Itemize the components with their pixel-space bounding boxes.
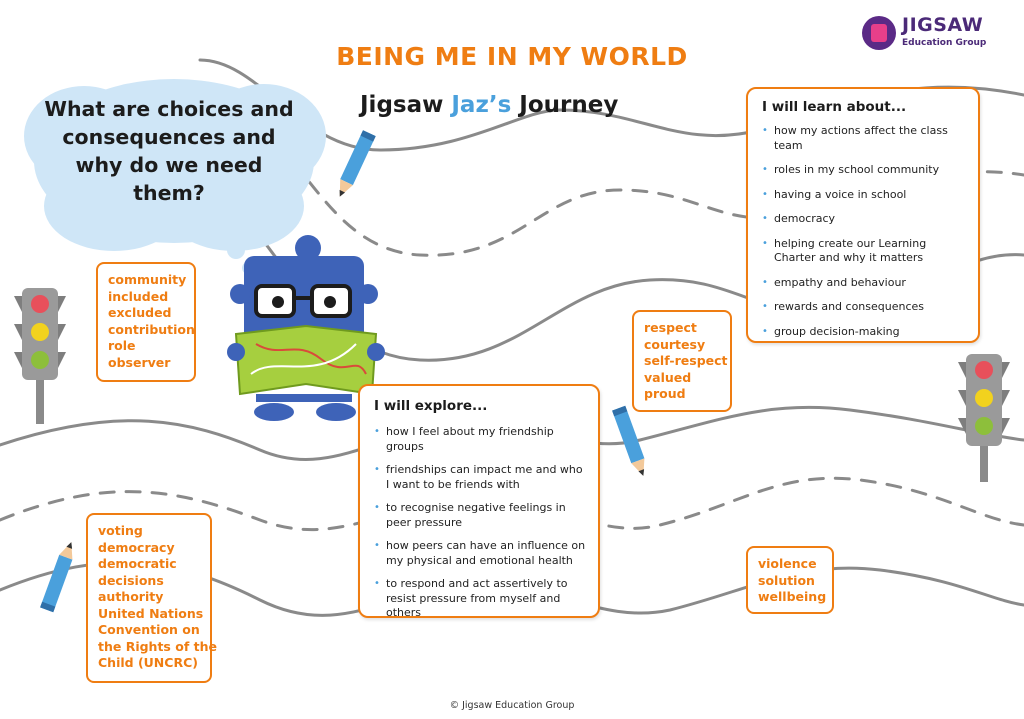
vocab-word: decisions bbox=[98, 572, 164, 588]
thought-bubble-question: What are choices and consequences and wh… bbox=[44, 97, 294, 205]
subtitle-part1: Jigsaw bbox=[360, 92, 452, 118]
vocab-word: included bbox=[108, 288, 169, 304]
vocab-word: self-respect bbox=[644, 353, 728, 368]
vocab-word: courtesy bbox=[644, 336, 706, 352]
pencil-icon bbox=[339, 130, 376, 197]
subtitle-highlight: Jaz’s bbox=[451, 92, 512, 118]
list-item: empathy and behaviour bbox=[762, 276, 968, 291]
traffic-light-icon bbox=[958, 354, 1010, 482]
vocab-word: solution bbox=[758, 572, 815, 588]
jigsaw-logo: JIGSAW Education Group bbox=[862, 14, 992, 56]
jigsaw-logo-icon bbox=[862, 16, 896, 50]
pencil-icon bbox=[40, 542, 73, 613]
vocab-box-2: respect courtesy self-respect valued pro… bbox=[632, 310, 732, 412]
vocab-word: respect bbox=[644, 320, 697, 335]
vocab-box-1: community included excluded contribution… bbox=[96, 262, 196, 382]
list-item: helping create our Learning Charter and … bbox=[762, 237, 968, 266]
list-item: democracy bbox=[762, 212, 968, 227]
vocab-word: the Rights of the bbox=[98, 638, 217, 654]
explore-panel: I will explore... how I feel about my fr… bbox=[358, 384, 600, 621]
vocab-word: authority bbox=[98, 589, 164, 604]
vocab-word: contribution bbox=[108, 321, 195, 337]
vocab-word: United Nations bbox=[98, 605, 204, 621]
page-subtitle: Jigsaw Jaz’s Journey bbox=[360, 92, 618, 118]
list-item: to recognise negative feelings in peer p… bbox=[374, 501, 588, 530]
list-item: rewards and consequences bbox=[762, 300, 968, 315]
copyright-footer: © Jigsaw Education Group bbox=[449, 700, 575, 711]
learn-about-panel: I will learn about... how my actions aff… bbox=[746, 87, 980, 343]
subtitle-part2: Journey bbox=[511, 92, 619, 118]
list-item: to respond and act assertively to resist… bbox=[374, 577, 588, 621]
vocab-word: role bbox=[108, 338, 136, 353]
learn-panel-heading: I will learn about... bbox=[762, 99, 907, 115]
vocab-word: community bbox=[108, 272, 187, 287]
list-item: group decision-making bbox=[762, 325, 968, 340]
list-item: friendships can impact me and who I want… bbox=[374, 463, 588, 492]
vocab-word: proud bbox=[644, 386, 686, 401]
pencil-icon bbox=[612, 405, 645, 476]
jaz-mascot-icon bbox=[227, 235, 385, 421]
vocab-box-3: voting democracy democratic decisions au… bbox=[86, 513, 217, 683]
vocab-word: democracy bbox=[98, 539, 175, 555]
logo-name: JIGSAW bbox=[902, 14, 984, 36]
page-title: BEING ME IN MY WORLD bbox=[336, 42, 688, 71]
vocab-word: observer bbox=[108, 354, 171, 370]
traffic-light-icon bbox=[14, 288, 66, 424]
vocab-word: democratic bbox=[98, 556, 177, 571]
vocab-word: wellbeing bbox=[758, 589, 827, 604]
list-item: how I feel about my friendship groups bbox=[374, 425, 588, 454]
vocab-word: violence bbox=[758, 556, 817, 571]
explore-list: how I feel about my friendship groups fr… bbox=[374, 425, 588, 621]
learn-list: how my actions affect the class team rol… bbox=[762, 124, 968, 339]
list-item: how my actions affect the class team bbox=[762, 124, 968, 153]
explore-panel-heading: I will explore... bbox=[374, 398, 488, 414]
vocab-word: Child (UNCRC) bbox=[98, 655, 198, 670]
thought-cloud-icon bbox=[24, 79, 326, 274]
vocab-word: Convention on bbox=[98, 622, 200, 637]
list-item: how peers can have an influence on my ph… bbox=[374, 539, 588, 568]
vocab-word: excluded bbox=[108, 305, 172, 320]
vocab-word: voting bbox=[98, 523, 143, 538]
list-item: having a voice in school bbox=[762, 188, 968, 203]
vocab-word: valued bbox=[644, 369, 692, 385]
vocab-box-4: violence solution wellbeing bbox=[746, 546, 834, 614]
logo-sub: Education Group bbox=[902, 38, 987, 48]
list-item: roles in my school community bbox=[762, 163, 968, 178]
